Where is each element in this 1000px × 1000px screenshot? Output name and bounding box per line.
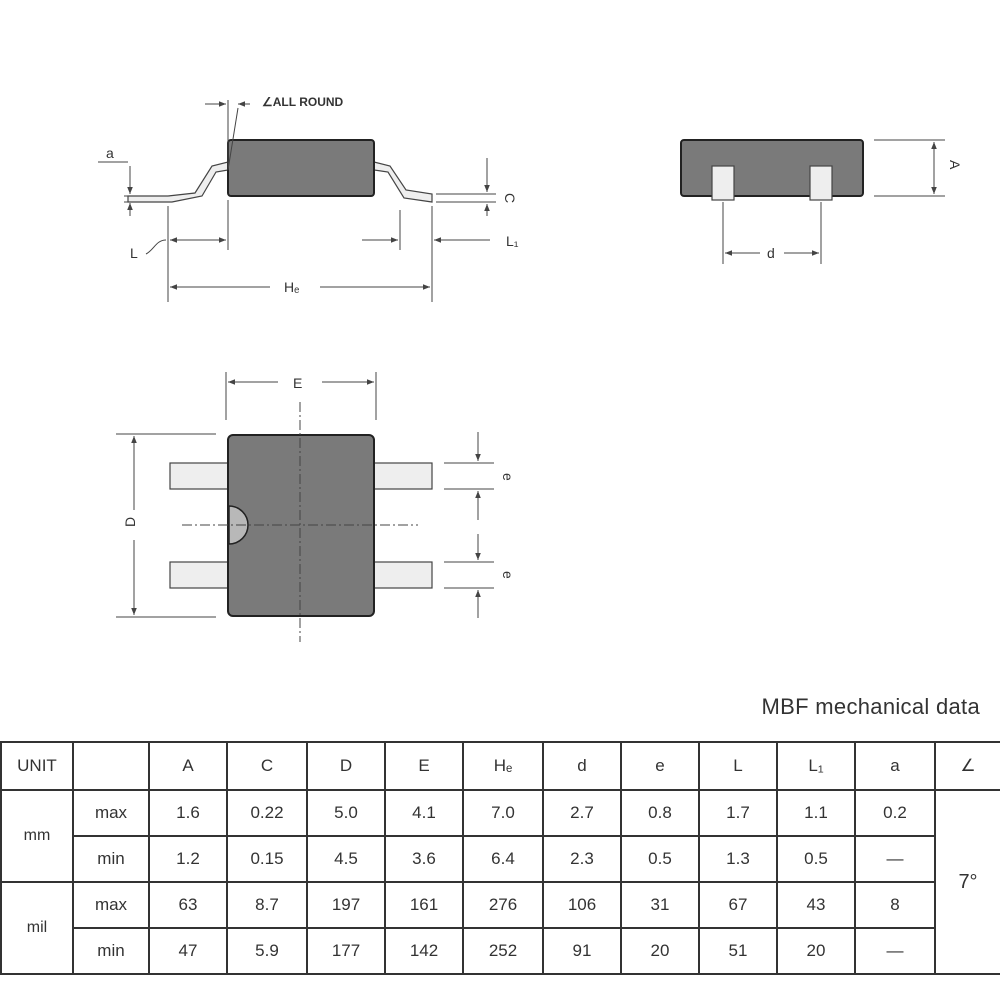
kind-cell: min — [72, 927, 150, 975]
value-cell: 1.1 — [776, 789, 856, 837]
value-cell: 43 — [776, 881, 856, 929]
header-c: C — [226, 741, 308, 791]
top-lead-2 — [169, 561, 231, 589]
value-cell: 91 — [542, 927, 622, 975]
value-cell: — — [854, 835, 936, 883]
value-cell: 0.22 — [226, 789, 308, 837]
value-cell: 2.7 — [542, 789, 622, 837]
header-d: D — [306, 741, 386, 791]
value-cell: 20 — [776, 927, 856, 975]
value-cell: 106 — [542, 881, 622, 929]
value-cell: 142 — [384, 927, 464, 975]
header-l1: L₁ — [776, 741, 856, 791]
table-header-row: UNIT A C D E Hₑ d e L L₁ a ∠ — [0, 741, 1000, 791]
dim-e-lower-1-label: e — [500, 473, 516, 481]
value-cell: 0.5 — [620, 835, 700, 883]
dim-a-label: a — [106, 145, 114, 161]
top-view: E D e e — [116, 372, 516, 642]
side-right-lead — [373, 161, 433, 203]
value-cell: 47 — [148, 927, 228, 975]
value-cell: 63 — [148, 881, 228, 929]
kind-cell: max — [72, 789, 150, 837]
value-cell: 7.0 — [462, 789, 544, 837]
value-cell: 1.3 — [698, 835, 778, 883]
value-cell: 31 — [620, 881, 700, 929]
value-cell: 67 — [698, 881, 778, 929]
value-cell: 5.9 — [226, 927, 308, 975]
end-lead-left — [711, 165, 735, 201]
side-body — [227, 139, 375, 197]
end-lead-right — [809, 165, 833, 201]
angle-value-cell: 7° — [934, 789, 1000, 975]
end-body — [680, 139, 864, 197]
side-view: ∠ALL ROUND a C L L₁ Hₑ — [98, 95, 519, 302]
value-cell: 252 — [462, 927, 544, 975]
dim-d-upper-label: D — [122, 517, 138, 527]
all-round-label: ∠ALL ROUND — [262, 95, 344, 109]
top-lead-4 — [371, 561, 433, 589]
dim-l1-label: L₁ — [506, 233, 519, 249]
header-e-upper: E — [384, 741, 464, 791]
value-cell: 6.4 — [462, 835, 544, 883]
value-cell: 276 — [462, 881, 544, 929]
unit-cell-mm: mm — [0, 789, 74, 883]
value-cell: 5.0 — [306, 789, 386, 837]
value-cell: 177 — [306, 927, 386, 975]
value-cell: 1.2 — [148, 835, 228, 883]
table-row: mm max 1.6 0.22 5.0 4.1 7.0 2.7 0.8 1.7 … — [0, 789, 1000, 975]
header-angle: ∠ — [934, 741, 1000, 791]
value-cell: 197 — [306, 881, 386, 929]
header-blank — [72, 741, 150, 791]
value-cell: 20 — [620, 927, 700, 975]
dim-e-upper-label: E — [293, 375, 302, 391]
dim-e-lower-2-label: e — [500, 571, 516, 579]
value-cell: 1.7 — [698, 789, 778, 837]
value-cell: 0.2 — [854, 789, 936, 837]
header-e-small: e — [620, 741, 700, 791]
dim-l-label: L — [130, 245, 138, 261]
header-he: Hₑ — [462, 741, 544, 791]
table-title: MBF mechanical data — [761, 694, 980, 719]
value-cell: 4.1 — [384, 789, 464, 837]
value-cell: 0.5 — [776, 835, 856, 883]
unit-cell-mil: mil — [0, 881, 74, 975]
header-d-small: d — [542, 741, 622, 791]
header-unit: UNIT — [0, 741, 74, 791]
dim-c-label: C — [502, 193, 518, 203]
dim-he-label: Hₑ — [284, 279, 299, 295]
header-a-small: a — [854, 741, 936, 791]
table-row: mil max 63 8.7 197 161 276 106 31 67 43 … — [0, 881, 1000, 975]
mechanical-data-table: UNIT A C D E Hₑ d e L L₁ a ∠ mm max 1.6 … — [0, 741, 1000, 975]
kind-cell: min — [72, 835, 150, 883]
value-cell: 4.5 — [306, 835, 386, 883]
dim-a-upper-label: A — [947, 160, 963, 170]
top-lead-1 — [169, 462, 231, 490]
value-cell: 3.6 — [384, 835, 464, 883]
value-cell: 0.15 — [226, 835, 308, 883]
value-cell: 8 — [854, 881, 936, 929]
kind-cell: max — [72, 881, 150, 929]
top-lead-3 — [371, 462, 433, 490]
end-view: A d — [680, 139, 963, 264]
table-row: min 47 5.9 177 142 252 91 20 51 20 — — [1, 927, 1000, 975]
value-cell: 2.3 — [542, 835, 622, 883]
value-cell: 1.6 — [148, 789, 228, 837]
value-cell: 161 — [384, 881, 464, 929]
value-cell: 0.8 — [620, 789, 700, 837]
value-cell: 51 — [698, 927, 778, 975]
value-cell: — — [854, 927, 936, 975]
header-l: L — [698, 741, 778, 791]
mechanical-drawing: ∠ALL ROUND a C L L₁ Hₑ — [98, 95, 963, 642]
dim-d-small-label: d — [767, 245, 775, 261]
table-row: min 1.2 0.15 4.5 3.6 6.4 2.3 0.5 1.3 0.5… — [1, 835, 1000, 883]
value-cell: 8.7 — [226, 881, 308, 929]
header-a: A — [148, 741, 228, 791]
